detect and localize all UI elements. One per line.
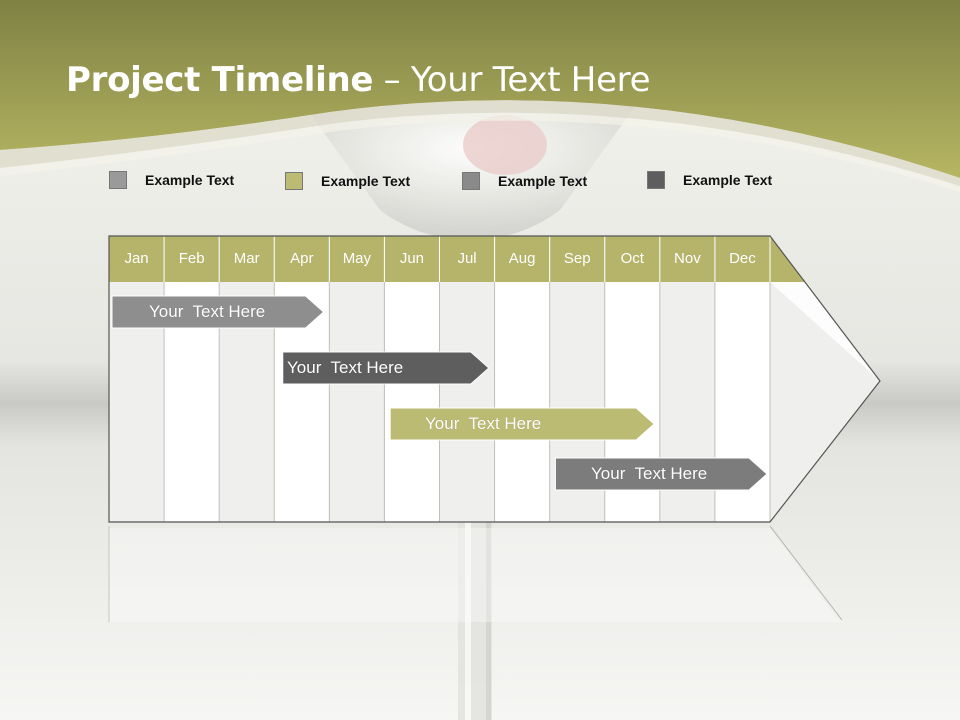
task-arrow — [282, 351, 490, 385]
month-label-may: May — [342, 250, 372, 267]
title-bold: Project Timeline — [66, 60, 374, 100]
task-arrow — [111, 295, 325, 329]
month-header-band — [109, 236, 805, 282]
page-title: Project Timeline – Your Text Here — [66, 60, 651, 100]
month-column — [494, 282, 550, 522]
month-label-jan: Jan — [124, 250, 149, 267]
month-label-apr: Apr — [290, 250, 314, 267]
timeline-reflection — [109, 528, 840, 622]
month-column — [384, 282, 440, 522]
task-label: Your Text Here — [591, 464, 708, 483]
task-arrow — [554, 457, 768, 491]
title-rest: – Your Text Here — [373, 60, 651, 100]
legend-swatch — [285, 172, 303, 190]
task-arrow — [389, 407, 655, 441]
task-label: Your Text Here — [287, 358, 404, 377]
month-label-aug: Aug — [508, 250, 536, 267]
legend-item-3: Example Text — [462, 171, 587, 191]
month-label-nov: Nov — [674, 250, 701, 267]
month-label-sep: Sep — [563, 250, 591, 267]
month-label-jun: Jun — [399, 250, 425, 267]
legend-swatch — [109, 171, 127, 189]
legend-item-4: Example Text — [647, 170, 772, 190]
month-label-oct: Oct — [620, 250, 644, 267]
reflection-edge — [769, 525, 843, 621]
legend-swatch — [462, 172, 480, 190]
task-label: Your Text Here — [425, 414, 542, 433]
month-label-mar: Mar — [233, 250, 260, 267]
month-column — [329, 282, 385, 522]
month-label-jul: Jul — [457, 250, 477, 267]
month-column — [439, 282, 495, 522]
month-label-feb: Feb — [178, 250, 205, 267]
legend-label: Example Text — [683, 172, 773, 188]
legend-item-1: Example Text — [109, 170, 234, 190]
task-label: Your Text Here — [149, 302, 266, 321]
legend-item-2: Example Text — [285, 171, 410, 191]
legend-label: Example Text — [498, 173, 588, 189]
legend-label: Example Text — [145, 172, 235, 188]
timeline-outline — [108, 235, 881, 523]
legend-swatch — [647, 171, 665, 189]
month-label-dec: Dec — [729, 250, 756, 267]
legend-label: Example Text — [321, 173, 411, 189]
arrow-tip-fill — [770, 282, 880, 522]
